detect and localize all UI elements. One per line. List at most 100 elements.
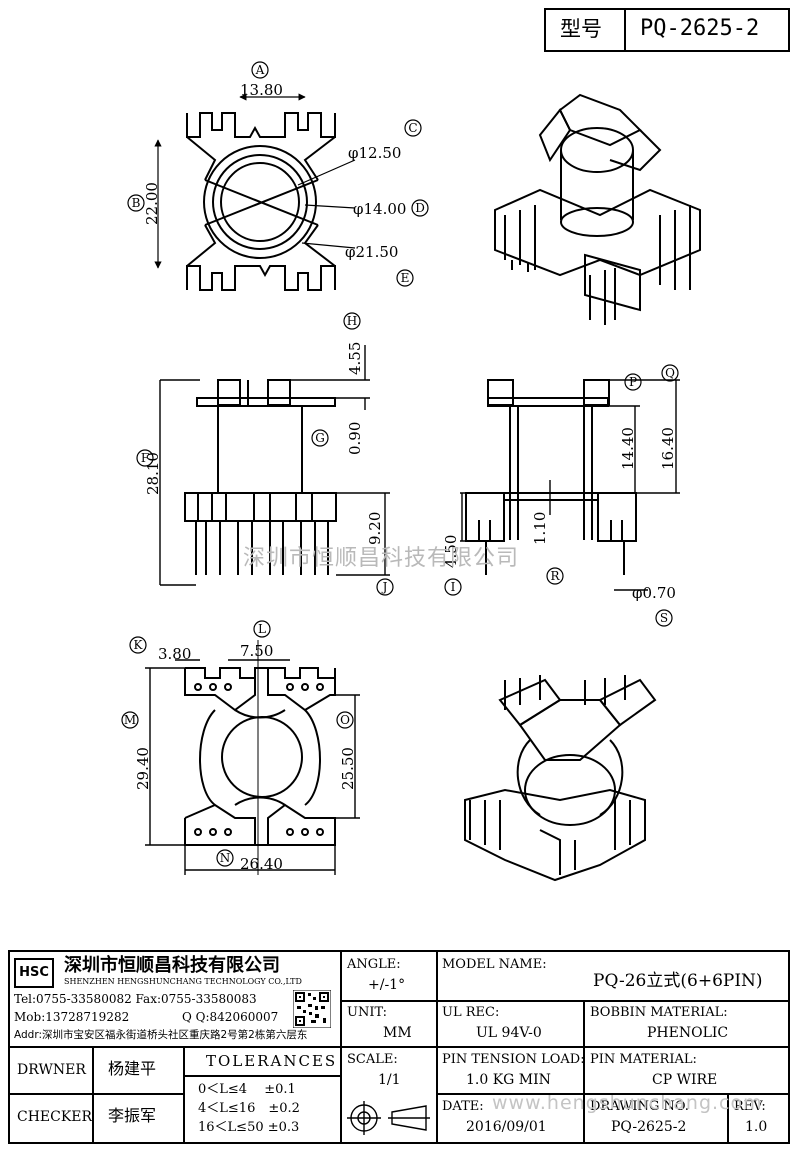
- tolerance-row-1: 0＜L≤4 ±0.1: [198, 1082, 296, 1097]
- marker-c: C: [408, 121, 417, 135]
- marker-g: G: [315, 431, 325, 445]
- dim-dia-0-70: φ0.70: [632, 584, 676, 602]
- dim-22-00: 22.00: [143, 182, 161, 225]
- checker-label: CHECKER: [17, 1109, 93, 1125]
- marker-h: H: [347, 314, 357, 328]
- dim-0-90: 0.90: [346, 422, 364, 455]
- bobbin-value: PHENOLIC: [647, 1025, 729, 1041]
- marker-n: N: [220, 851, 231, 865]
- marker-p: P: [629, 375, 637, 389]
- hline-3: [436, 1093, 790, 1095]
- dim-9-20: 9.20: [366, 512, 384, 545]
- dim-dia-12-50: φ12.50: [348, 144, 401, 162]
- model-name-label: MODEL NAME:: [442, 957, 547, 972]
- dim-25-50: 25.50: [339, 747, 357, 790]
- marker-q: Q: [665, 366, 675, 380]
- marker-m: M: [124, 713, 136, 727]
- model-label: 型号: [560, 17, 602, 41]
- company-qq: Q Q:842060007: [182, 1010, 279, 1024]
- dim-7-50: 7.50: [240, 642, 273, 660]
- angle-label: ANGLE:: [347, 957, 401, 972]
- angle-value: +/-1°: [368, 977, 406, 993]
- watermark-company: 深圳市恒顺昌科技有限公司: [243, 546, 520, 571]
- date-label: DATE:: [442, 1099, 484, 1114]
- marker-d: D: [415, 201, 425, 215]
- dim-dia-21-50: φ21.50: [345, 243, 398, 261]
- iso-view-bottom: [464, 675, 657, 882]
- marker-b: B: [132, 196, 141, 210]
- model-name-value: PQ-26立式(6+6PIN): [593, 971, 763, 991]
- drawing-no-value: PQ-2625-2: [611, 1119, 687, 1135]
- company-mobile: Mob:13728719282: [14, 1010, 130, 1024]
- dim-16-40: 16.40: [659, 427, 677, 470]
- company-name-en: SHENZHEN HENGSHUNCHANG TECHNOLOGY CO.,LT…: [64, 977, 302, 986]
- pin-label: PIN MATERIAL:: [590, 1052, 697, 1067]
- company-logo: HSC: [14, 958, 54, 988]
- tolerance-row-2: 4＜L≤16 ±0.2: [198, 1101, 300, 1116]
- model-number-divider: [624, 8, 626, 52]
- pin-value: CP WIRE: [652, 1072, 718, 1088]
- tension-value: 1.0 KG MIN: [466, 1072, 551, 1088]
- scale-label: SCALE:: [347, 1052, 398, 1067]
- marker-k: K: [134, 638, 144, 652]
- divider-people: [92, 1046, 94, 1144]
- dim-4-55: 4.55: [346, 342, 364, 375]
- dim-14-40: 14.40: [619, 427, 637, 470]
- technical-drawing: 13.80 22.00 φ12.50 φ14.00 φ21.50 4.55 0.…: [121, 61, 701, 882]
- company-tel-fax: Tel:0755-33580082 Fax:0755-33580083: [14, 992, 257, 1006]
- marker-r: R: [550, 569, 560, 583]
- side-view: [460, 379, 680, 591]
- ul-value: UL 94V-0: [476, 1025, 542, 1041]
- company-name-cn: 深圳市恒顺昌科技有限公司: [64, 955, 280, 976]
- dim-29-40: 29.40: [134, 747, 152, 790]
- projection-symbol-icon: [347, 1101, 430, 1135]
- ul-label: UL REC:: [442, 1005, 500, 1020]
- divider-specs-2: [583, 1000, 585, 1144]
- watermark-url: www.hengshunchang.com: [492, 1092, 763, 1114]
- dim-26-40: 26.40: [240, 855, 283, 873]
- marker-l: L: [258, 622, 266, 636]
- iso-view-top: [494, 93, 701, 325]
- company-address: Addr:深圳市宝安区福永街道桥头社区重庆路2号第2栋第六层东: [14, 1029, 308, 1041]
- hline-1: [340, 1000, 790, 1002]
- drawer-name: 杨建平: [108, 1059, 157, 1078]
- tolerances-title: TOLERANCES: [206, 1052, 338, 1070]
- marker-e: E: [401, 271, 410, 285]
- dim-dia-14-00: φ14.00: [353, 200, 406, 218]
- marker-a: A: [255, 63, 265, 77]
- rev-label: REV:: [734, 1099, 766, 1114]
- unit-label: UNIT:: [347, 1005, 388, 1020]
- bottom-view: [145, 640, 360, 875]
- dim-28-10: 28.10: [144, 452, 162, 495]
- marker-o: O: [340, 713, 350, 727]
- front-view: [159, 345, 390, 586]
- divider-tol: [183, 1046, 185, 1144]
- divider-rev: [727, 1093, 729, 1144]
- top-view: [186, 112, 336, 291]
- date-value: 2016/09/01: [466, 1119, 547, 1135]
- drawing-no-label: DRAWING NO.: [590, 1099, 689, 1114]
- hline-tol: [183, 1075, 342, 1077]
- hline-2: [340, 1046, 790, 1048]
- dim-1-10: 1.10: [531, 512, 549, 545]
- model-number: PQ-2625-2: [640, 16, 760, 41]
- unit-value: MM: [383, 1025, 412, 1041]
- model-number-box: [544, 8, 790, 52]
- marker-i: I: [451, 580, 456, 594]
- bobbin-label: BOBBIN MATERIAL:: [590, 1005, 728, 1020]
- marker-j: J: [381, 580, 388, 594]
- marker-s: S: [660, 611, 668, 625]
- dim-4-50: 4.50: [442, 535, 460, 568]
- rev-value: 1.0: [745, 1119, 768, 1135]
- checker-name: 李振军: [108, 1106, 157, 1125]
- marker-f: F: [141, 451, 149, 465]
- tolerance-row-3: 16＜L≤50 ±0.3: [198, 1120, 300, 1135]
- qr-code: [293, 990, 331, 1028]
- dim-13-80: 13.80: [240, 81, 283, 99]
- scale-value: 1/1: [378, 1072, 401, 1088]
- drawer-label: DRWNER: [17, 1062, 86, 1078]
- tension-label: PIN TENSION LOAD:: [442, 1052, 585, 1067]
- dim-3-80: 3.80: [158, 645, 191, 663]
- hline-company: [8, 1046, 342, 1048]
- hline-people: [8, 1093, 184, 1095]
